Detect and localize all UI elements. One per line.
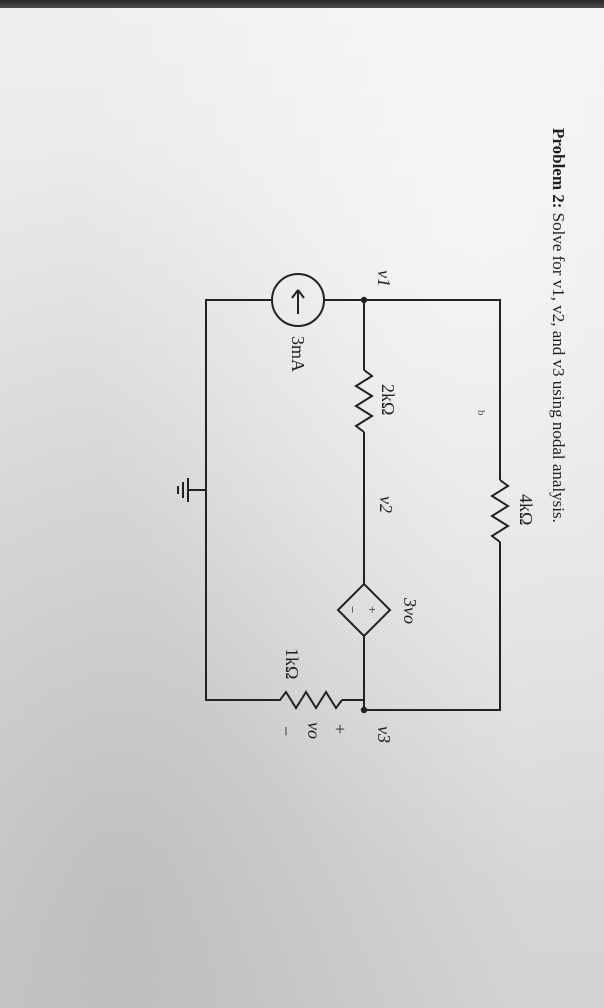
wire-top-right — [364, 542, 501, 711]
wire-bottom — [205, 490, 274, 701]
node-dot-v3 — [360, 706, 368, 714]
label-vo-minus: − — [276, 726, 296, 736]
resistor-4k — [490, 479, 510, 543]
label-r-right: 1kΩ — [282, 648, 302, 679]
label-dep-source: 3vo — [400, 597, 420, 624]
label-node-v2: v2 — [376, 496, 396, 513]
label-dep-minus: − — [345, 606, 360, 613]
ground-symbol — [177, 478, 189, 502]
label-r-top: 4kΩ — [516, 494, 536, 525]
label-vo-plus: + — [330, 724, 350, 734]
wire-top-left — [364, 299, 501, 480]
resistor-1k — [274, 690, 343, 710]
label-node-v1: v1 — [374, 270, 394, 287]
wire-right-1 — [342, 699, 365, 710]
label-r-left: 2kΩ — [378, 384, 398, 415]
label-dep-plus: + — [365, 606, 380, 613]
dependent-source — [336, 582, 392, 638]
resistor-2k — [354, 369, 374, 433]
current-source-arrowhead — [291, 289, 305, 299]
label-vo: vo — [304, 722, 324, 739]
label-current-source: 3mA — [288, 336, 308, 372]
node-dot-v1 — [360, 296, 368, 304]
top-shadow — [0, 0, 604, 8]
current-source — [271, 273, 325, 327]
wire-left-2 — [205, 299, 272, 490]
label-node-v3: v3 — [374, 726, 394, 743]
